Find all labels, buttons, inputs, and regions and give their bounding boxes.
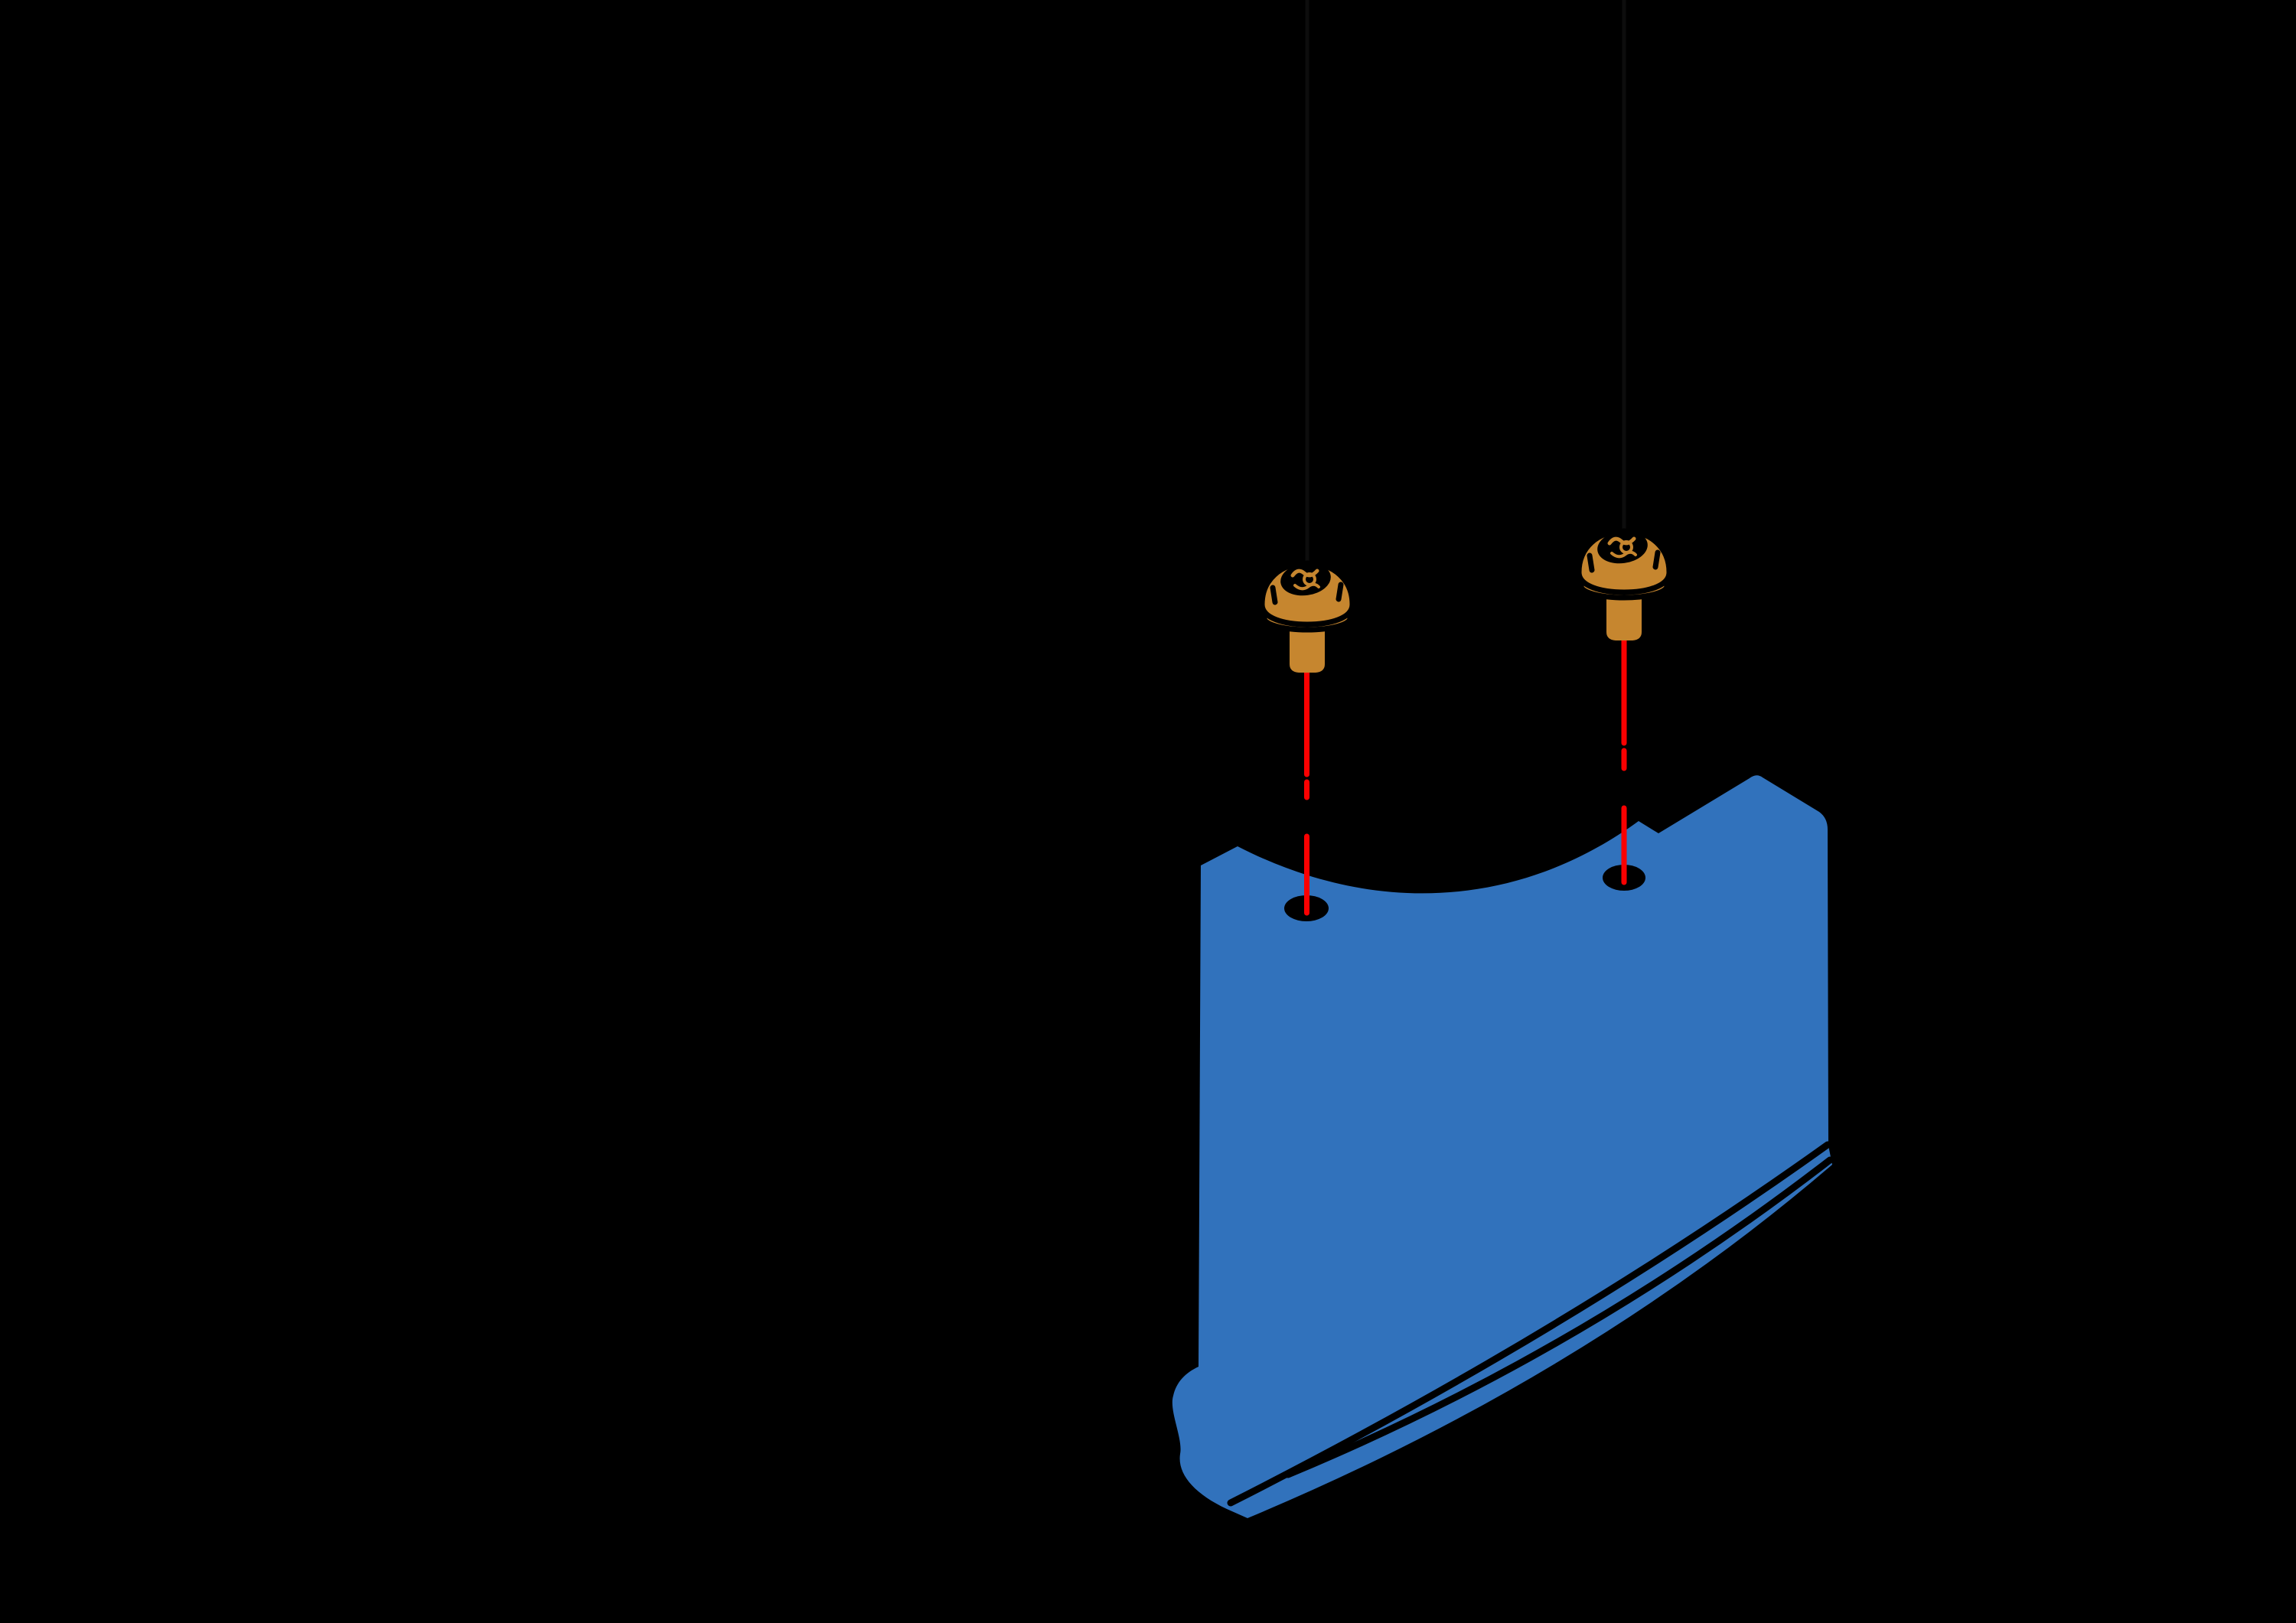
part-bottom-seam-line-upper <box>1227 1141 1831 1507</box>
axis-construction-lines <box>1305 0 1626 568</box>
part-body <box>1172 775 1832 1518</box>
part-bottom-seam-line-lower <box>1284 1156 1834 1478</box>
